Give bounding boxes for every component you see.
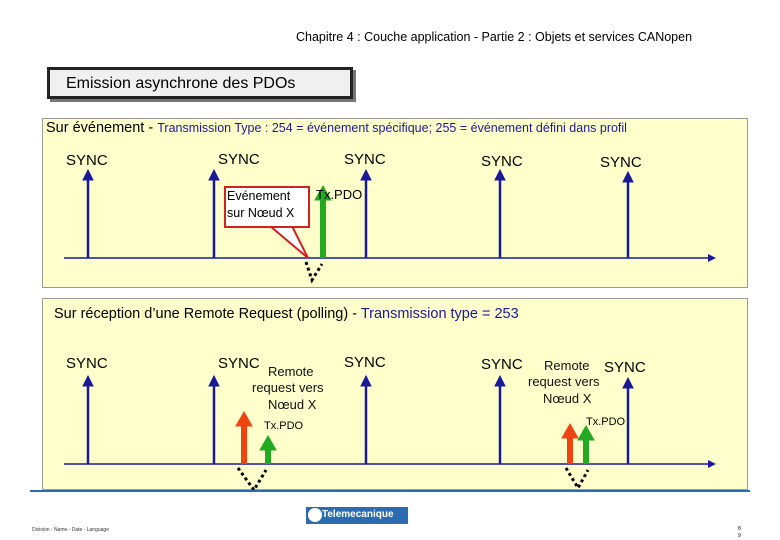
dotted-arrow-icon bbox=[564, 467, 590, 491]
sync-arrow-icon bbox=[208, 374, 220, 464]
txpdo-arrow-icon bbox=[259, 434, 277, 464]
callout-pointer bbox=[267, 225, 309, 259]
page-number-line: 8 bbox=[738, 526, 741, 532]
event-callout-text: Evénement sur Nœud X bbox=[227, 188, 294, 222]
sync-arrow-icon bbox=[82, 168, 94, 258]
page-number-line: 9 bbox=[738, 533, 741, 539]
sync-arrow-icon bbox=[360, 374, 372, 464]
sync-label: SYNC bbox=[66, 152, 108, 169]
section2-heading: Sur réception d’une Remote Request (poll… bbox=[54, 306, 519, 322]
sync-label: SYNC bbox=[344, 354, 386, 371]
remote-request-a-line2: request vers bbox=[252, 380, 324, 395]
sync-label: SYNC bbox=[600, 154, 642, 171]
txpdo-label: Tx.PDO bbox=[264, 420, 304, 432]
sync-label: SYNC bbox=[218, 151, 260, 168]
sync-arrow-icon bbox=[82, 374, 94, 464]
panel-on-event bbox=[42, 118, 748, 288]
sync-arrow-icon bbox=[494, 374, 506, 464]
remote-request-a-line1: Remote bbox=[268, 364, 314, 379]
section2-detail: Transmission type = 253 bbox=[360, 306, 519, 322]
callout-line: sur Nœud X bbox=[227, 206, 295, 220]
dotted-arrow-icon bbox=[304, 261, 324, 284]
remote-request-b-line3: Nœud X bbox=[543, 391, 592, 406]
section1-heading: Sur événement - Transmission Type : 254 … bbox=[46, 120, 627, 136]
timeline-1-arrowhead bbox=[708, 254, 716, 262]
dotted-arrow-icon bbox=[236, 467, 268, 493]
footer-meta: Division - Name - Date - Language bbox=[32, 527, 109, 533]
section1-detail: Transmission Type : 254 = événement spéc… bbox=[157, 121, 627, 135]
slide-title-box: Emission asynchrone des PDOs bbox=[47, 67, 353, 99]
event-callout-box bbox=[224, 186, 310, 228]
txpdo-label: Tx.PDO bbox=[316, 187, 363, 202]
sync-arrow-icon bbox=[622, 170, 634, 258]
callout-line: Evénement bbox=[227, 189, 291, 203]
remote-request-b-line1: Remote bbox=[544, 358, 590, 373]
sync-label: SYNC bbox=[481, 153, 523, 170]
slide-title: Emission asynchrone des PDOs bbox=[66, 75, 296, 92]
txpdo-arrow-icon bbox=[314, 184, 332, 258]
remote-request-b-line2: request vers bbox=[528, 374, 600, 389]
sync-arrow-icon bbox=[494, 168, 506, 258]
chapter-title: Chapitre 4 : Couche application - Partie… bbox=[296, 30, 693, 44]
txpdo-arrow-icon bbox=[577, 424, 595, 464]
logo-emblem-icon bbox=[308, 508, 322, 522]
panel-on-remote-request bbox=[42, 298, 748, 490]
sync-arrow-icon bbox=[622, 376, 634, 464]
timeline-2-arrowhead bbox=[708, 460, 716, 468]
remote-request-a-line3: Nœud X bbox=[268, 397, 317, 412]
sync-arrow-icon bbox=[360, 168, 372, 258]
sync-label: SYNC bbox=[66, 355, 108, 372]
section2-prefix: Sur réception d’une Remote Request (poll… bbox=[54, 306, 361, 322]
remote-request-arrow-icon bbox=[561, 422, 579, 464]
sync-label: SYNC bbox=[604, 359, 646, 376]
section1-prefix: Sur événement - bbox=[46, 120, 158, 136]
sync-label: SYNC bbox=[481, 356, 523, 373]
remote-request-arrow-icon bbox=[235, 410, 253, 464]
page-number: 8 9 bbox=[738, 526, 741, 540]
sync-arrow-icon bbox=[208, 168, 220, 258]
footer-rule bbox=[30, 490, 750, 492]
txpdo-label: Tx.PDO bbox=[586, 416, 626, 428]
sync-label: SYNC bbox=[344, 151, 386, 168]
sync-label: SYNC bbox=[218, 355, 260, 372]
telemecanique-logo-icon bbox=[306, 507, 408, 524]
logo-text: Telemecanique bbox=[322, 509, 394, 520]
